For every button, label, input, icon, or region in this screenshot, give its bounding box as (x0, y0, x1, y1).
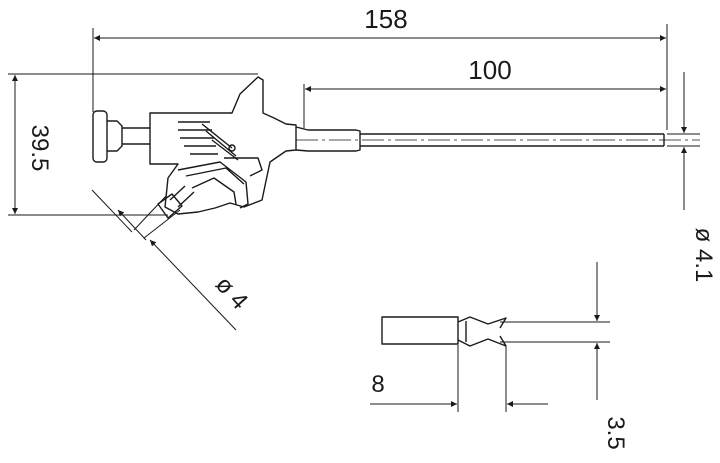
dim-4-1-label: ø 4.1 (690, 228, 717, 283)
button-shaft (107, 120, 123, 152)
test-clip-outline (92, 76, 665, 219)
shaft-cone (295, 126, 361, 152)
hook-jaws (457, 316, 507, 347)
angled-tube (157, 185, 195, 219)
push-button (92, 110, 108, 163)
jaw-housing (177, 161, 249, 209)
dim-39-5-label: 39.5 (26, 125, 53, 172)
clip-body (149, 76, 297, 215)
dim-100-label: 100 (468, 55, 511, 85)
dim-3-5-label: 3.5 (602, 416, 629, 449)
dim-8-label: 8 (371, 371, 384, 398)
dim-158-label: 158 (364, 4, 407, 34)
hook-detail (381, 316, 507, 347)
dim-4-label: ø 4 (210, 271, 253, 315)
hook-sleeve (381, 316, 459, 345)
dim-4-leader (149, 239, 237, 331)
dimension-lines (8, 24, 700, 331)
